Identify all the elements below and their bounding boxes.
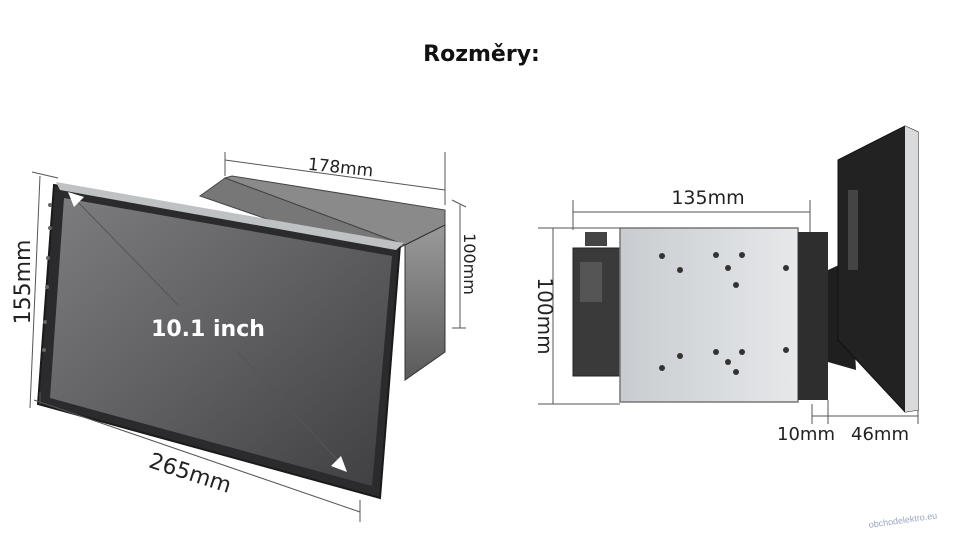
right-height-label: 100mm (533, 277, 557, 354)
right-unit: 135mm 100mm 10mm 46mm (533, 125, 919, 445)
body-height-label: 100mm (460, 233, 479, 295)
gap-label: 10mm (777, 424, 835, 445)
rear-box-side (404, 224, 446, 381)
left-unit: 10.1 inch 265mm 155mm 178mm 100mm (11, 152, 479, 522)
side-buttons (42, 203, 52, 352)
height-label: 155mm (11, 240, 36, 325)
screen-size-label: 10.1 inch (151, 317, 265, 342)
page-title: Rozměry: (423, 42, 540, 67)
screen-rim (56, 182, 404, 250)
metal-chassis (619, 227, 799, 403)
screen-glass (50, 198, 392, 486)
screen-thickness-label: 46mm (851, 424, 909, 445)
width-label: 265mm (146, 449, 234, 499)
front-plate (798, 232, 828, 400)
depth-label: 178mm (307, 155, 374, 182)
right-depth-label: 135mm (671, 187, 744, 209)
